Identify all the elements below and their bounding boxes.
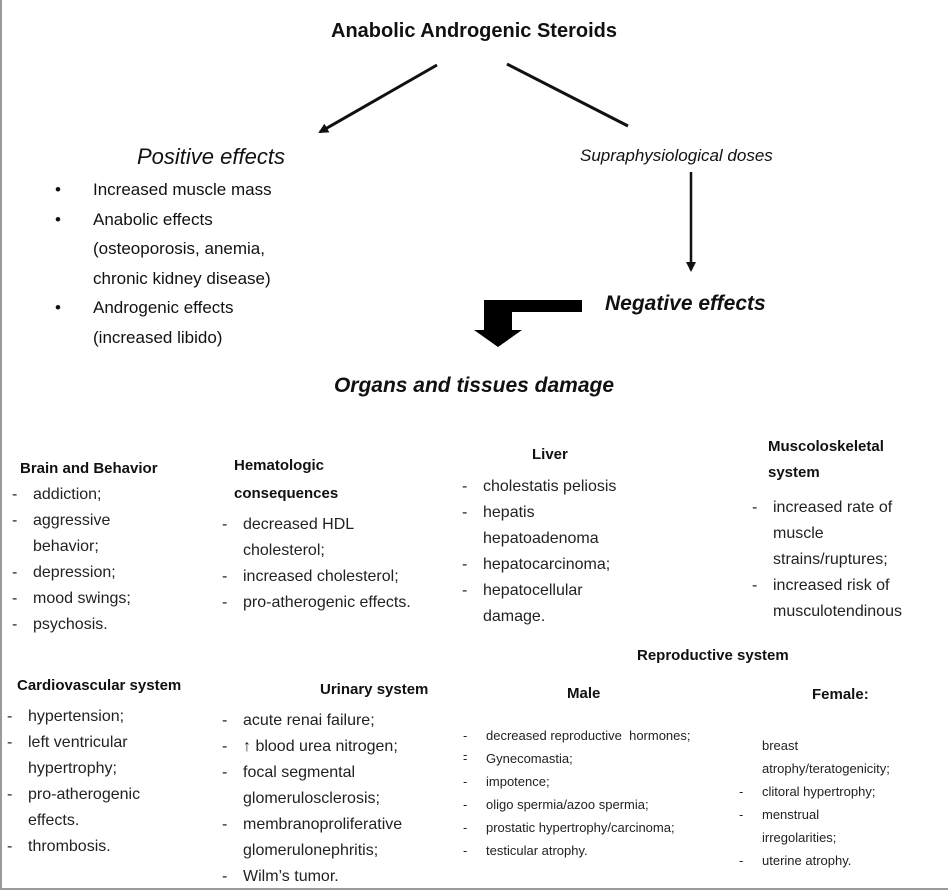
- list-item: left ventricular hypertrophy;: [7, 730, 140, 782]
- list-item: acute renai failure;: [222, 708, 402, 734]
- list-item: clitoral hypertrophy;: [739, 780, 890, 803]
- arrow-to-positive: [318, 63, 438, 134]
- list-item: Increased muscle mass: [55, 175, 272, 205]
- liver-heading: Liver: [532, 446, 568, 463]
- list-item: depression;: [12, 560, 131, 586]
- list-item: hepatocellular damage.: [462, 578, 616, 630]
- hematologic-list: decreased HDL cholesterol;increased chol…: [222, 512, 411, 616]
- frame-border-left: [0, 0, 2, 889]
- list-item: hypertension;: [7, 704, 140, 730]
- list-item: oligo spermia/azoo spermia;: [463, 793, 691, 816]
- frame-border-bottom: [0, 888, 948, 890]
- list-item: membranoproliferative glomerulonephritis…: [222, 812, 402, 864]
- list-item: Anabolic effects (osteoporosis, anemia, …: [55, 205, 272, 294]
- list-item: Gynecomastia;: [463, 747, 691, 770]
- positive-effects-list: Increased muscle massAnabolic effects (o…: [55, 175, 272, 352]
- negative-effects-heading: Negative effects: [605, 292, 766, 315]
- musculoskeletal-heading: Muscoloskeletal system: [768, 438, 884, 481]
- supraphysiological-doses-label: Supraphysiological doses: [580, 146, 773, 165]
- list-item: increased rate of muscle strains/rupture…: [752, 495, 902, 573]
- list-item: hepatis hepatoadenoma: [462, 500, 616, 552]
- list-item: pro-atherogenic effects.: [222, 590, 411, 616]
- liver-list: cholestatis peliosishepatis hepatoadenom…: [462, 474, 616, 630]
- list-item: addiction;: [12, 482, 131, 508]
- urinary-list: acute renai failure;↑ blood urea nitroge…: [222, 708, 402, 890]
- list-item: mood swings;: [12, 586, 131, 612]
- reproductive-heading: Reproductive system: [637, 647, 789, 664]
- cardiovascular-list: hypertension;left ventricular hypertroph…: [7, 704, 140, 860]
- list-item: impotence;: [463, 770, 691, 793]
- list-item: decreased reproductive hormones;: [463, 724, 691, 747]
- positive-effects-heading: Positive effects: [137, 144, 285, 169]
- brain-list: addiction;aggressive behavior;depression…: [12, 482, 131, 638]
- list-item: breast atrophy/teratogenicity;: [762, 738, 890, 776]
- list-item: uterine atrophy.: [739, 849, 890, 872]
- list-item: menstrual irregolarities;: [739, 803, 890, 849]
- list-item: prostatic hypertrophy/carcinoma;: [463, 816, 691, 839]
- diagram-title: Anabolic Androgenic Steroids: [331, 20, 617, 42]
- list-item: focal segmental glomerulosclerosis;: [222, 760, 402, 812]
- elbow-arrow-to-organs: [474, 300, 582, 347]
- list-item: Androgenic effects (increased libido): [55, 293, 272, 352]
- list-item: Wilm’s tumor.: [222, 864, 402, 890]
- brain-heading: Brain and Behavior: [20, 460, 158, 477]
- list-item: hepatocarcinoma;: [462, 552, 616, 578]
- female-list: breast atrophy/teratogenicity; clitoral h…: [739, 734, 890, 872]
- male-list: decreased reproductive hormones;Gynecoma…: [463, 724, 691, 862]
- list-item: psychosis.: [12, 612, 131, 638]
- musculoskeletal-list: increased rate of muscle strains/rupture…: [752, 495, 902, 625]
- female-heading: Female:: [812, 686, 869, 703]
- list-item: increased risk of musculotendinous: [752, 573, 902, 625]
- list-item: testicular atrophy.: [463, 839, 691, 862]
- list-item: cholestatis peliosis: [462, 474, 616, 500]
- cardiovascular-heading: Cardiovascular system: [17, 677, 182, 694]
- urinary-heading: Urinary system: [320, 681, 429, 698]
- male-heading: Male: [567, 685, 601, 702]
- list-item: pro-atherogenic effects.: [7, 782, 140, 834]
- line-to-supra: [506, 62, 629, 128]
- list-item: increased cholesterol;: [222, 564, 411, 590]
- list-item: aggressive behavior;: [12, 508, 131, 560]
- list-item: thrombosis.: [7, 834, 140, 860]
- list-item: decreased HDL cholesterol;: [222, 512, 411, 564]
- hematologic-heading: Hematologic consequences: [234, 457, 339, 502]
- list-item: ↑ blood urea nitrogen;: [222, 734, 402, 760]
- organs-damage-heading: Organs and tissues damage: [333, 374, 615, 397]
